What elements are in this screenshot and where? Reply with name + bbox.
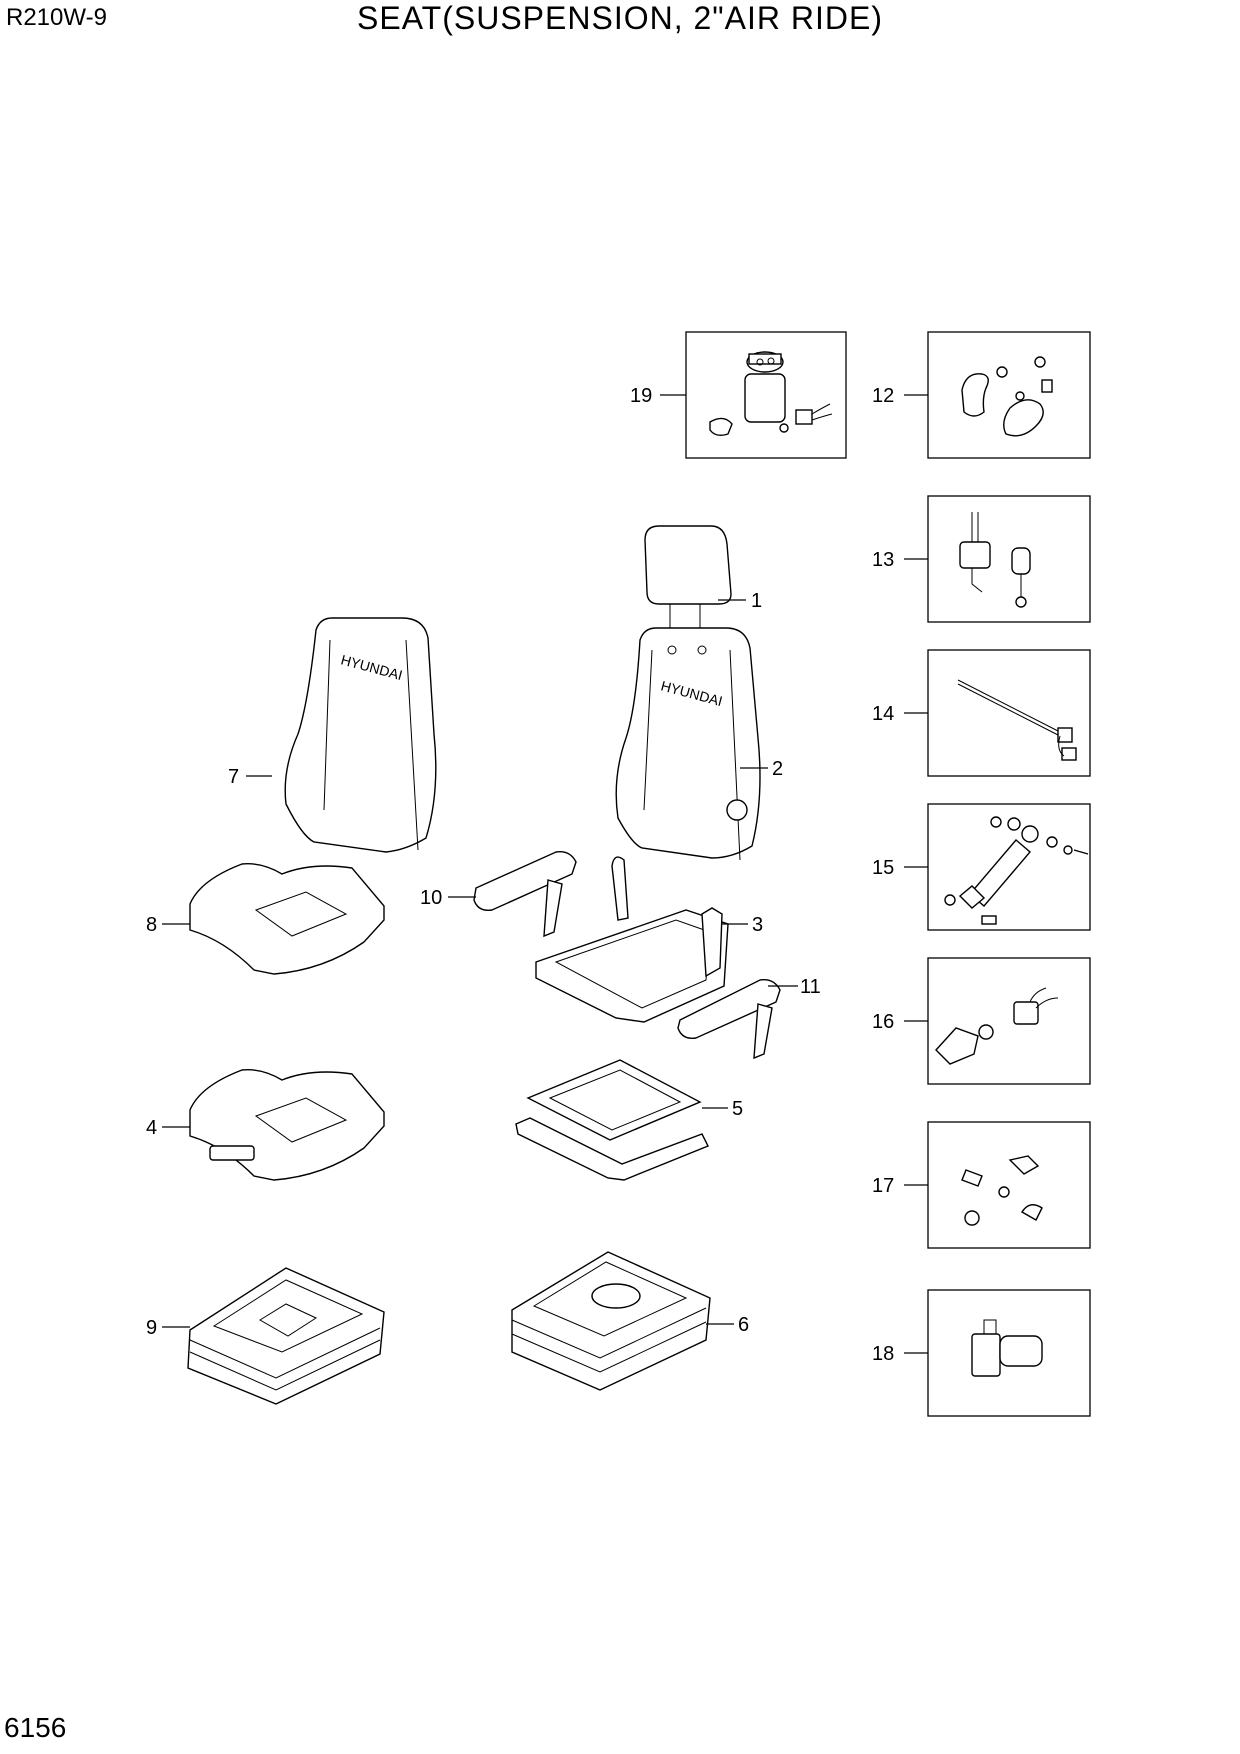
callout-10: 10 bbox=[420, 887, 442, 909]
callout-13: 13 bbox=[872, 549, 894, 571]
part-4-seat-cushion: 4 bbox=[146, 1069, 385, 1181]
callout-1: 1 bbox=[751, 590, 762, 612]
callout-15: 15 bbox=[872, 857, 894, 879]
part-1-headrest: 1 bbox=[644, 525, 762, 636]
model-code: R210W-9 bbox=[6, 4, 107, 31]
callout-2: 2 bbox=[772, 758, 783, 780]
part-9-suspension-cover: 9 bbox=[146, 1267, 385, 1405]
inset-12-lever-set: 12 bbox=[872, 331, 1091, 459]
callout-12: 12 bbox=[872, 385, 894, 407]
callout-16: 16 bbox=[872, 1011, 894, 1033]
inset-13-seat-belt: 13 bbox=[872, 495, 1091, 623]
callout-18: 18 bbox=[872, 1343, 894, 1365]
callout-9: 9 bbox=[146, 1317, 157, 1339]
callout-14: 14 bbox=[872, 703, 894, 725]
callout-7: 7 bbox=[228, 766, 239, 788]
inset-16-air-valve: 16 bbox=[872, 957, 1091, 1085]
part-10-armrest-left: 10 bbox=[420, 851, 577, 938]
inset-19-air-compressor: 19 bbox=[630, 331, 847, 459]
callout-6: 6 bbox=[738, 1314, 749, 1336]
inset-17-knob-set: 17 bbox=[872, 1121, 1091, 1249]
callout-4: 4 bbox=[146, 1117, 157, 1139]
callout-11: 11 bbox=[800, 976, 821, 998]
part-8-cushion-cover: 8 bbox=[146, 863, 385, 975]
page-title: SEAT(SUSPENSION, 2"AIR RIDE) bbox=[357, 0, 883, 36]
inset-15-shock-absorber: 15 bbox=[872, 803, 1091, 931]
callout-19: 19 bbox=[630, 385, 652, 407]
part-2-backrest: HYUNDAI 2 bbox=[615, 627, 783, 861]
inset-14-wire-harness: 14 bbox=[872, 649, 1091, 777]
inset-18-height-valve: 18 bbox=[872, 1289, 1091, 1417]
part-6-suspension: 6 bbox=[511, 1251, 749, 1391]
part-3-seat-frame: 3 bbox=[535, 856, 763, 1023]
part-7-backrest-cover: HYUNDAI 7 bbox=[228, 617, 437, 853]
callout-8: 8 bbox=[146, 914, 157, 936]
callout-17: 17 bbox=[872, 1175, 894, 1197]
callout-3: 3 bbox=[752, 914, 763, 936]
callout-5: 5 bbox=[732, 1098, 743, 1120]
part-11-armrest-right: 11 bbox=[677, 976, 821, 1060]
part-5-slide-rail: 5 bbox=[515, 1059, 743, 1181]
page-number: 6156 bbox=[4, 1712, 67, 1743]
